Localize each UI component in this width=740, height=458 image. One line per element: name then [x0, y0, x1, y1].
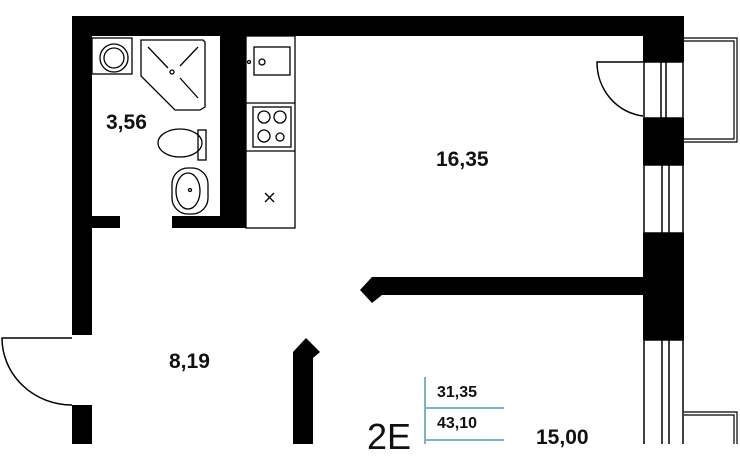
bathroom-fixtures [91, 37, 209, 215]
room-area-hallway: 8,19 [169, 350, 210, 373]
kitchen-counter [245, 35, 296, 229]
total-area: 43,10 [437, 415, 478, 432]
doors [1, 61, 644, 406]
room-area-bedroom: 15,00 [536, 426, 589, 449]
area-dividers [424, 377, 504, 444]
balconies [684, 37, 738, 444]
room-area-bathroom: 3,56 [106, 111, 147, 134]
floor-plan [1, 16, 738, 444]
apartment-type: 2E [367, 416, 412, 457]
walls [72, 16, 684, 444]
room-area-kitchen-living: 16,35 [436, 148, 489, 171]
windows [643, 61, 684, 444]
living-area: 31,35 [437, 384, 478, 401]
